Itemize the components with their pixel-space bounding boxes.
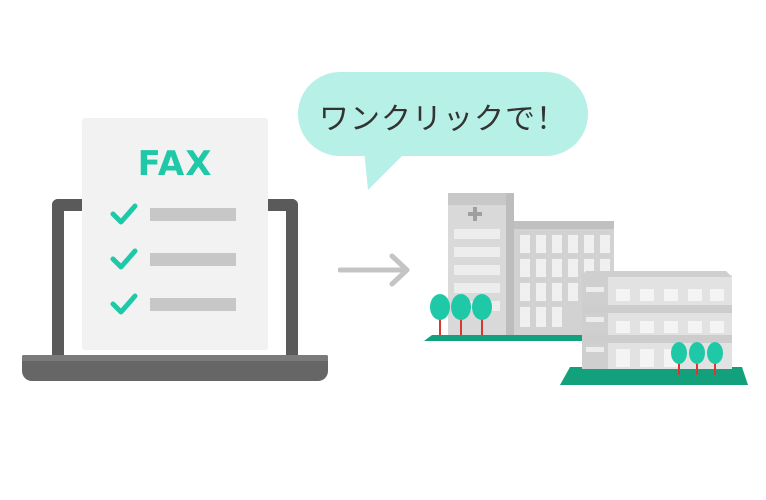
- fax-title: FAX: [137, 144, 213, 184]
- speech-bubble-tail: [364, 150, 408, 190]
- tree-icon: [671, 342, 687, 375]
- tree-icon: [430, 294, 450, 335]
- check-icon: [110, 203, 138, 225]
- buildings-illustration: [424, 193, 748, 385]
- tree-icon: [707, 342, 723, 375]
- checklist-line: [150, 208, 236, 221]
- checklist-line: [150, 298, 236, 311]
- fax-document: FAX: [82, 118, 268, 350]
- checklist-item: [110, 247, 240, 271]
- laptop-base: [22, 355, 328, 381]
- checklist-item: [110, 202, 240, 226]
- facility-ground: [560, 367, 748, 385]
- care-facility-building-icon: [580, 271, 732, 369]
- tree-icon: [689, 342, 705, 375]
- tree-icon: [451, 294, 471, 335]
- arrow-right-icon: [338, 253, 410, 287]
- tree-icon: [472, 294, 492, 335]
- checklist-line: [150, 253, 236, 266]
- hospital-ground: [424, 335, 610, 341]
- speech-bubble-text: ワンクリックで！: [319, 102, 567, 137]
- speech-bubble: ワンクリックで！: [298, 72, 588, 156]
- check-icon: [110, 293, 138, 315]
- check-icon: [110, 248, 138, 270]
- checklist-item: [110, 292, 240, 316]
